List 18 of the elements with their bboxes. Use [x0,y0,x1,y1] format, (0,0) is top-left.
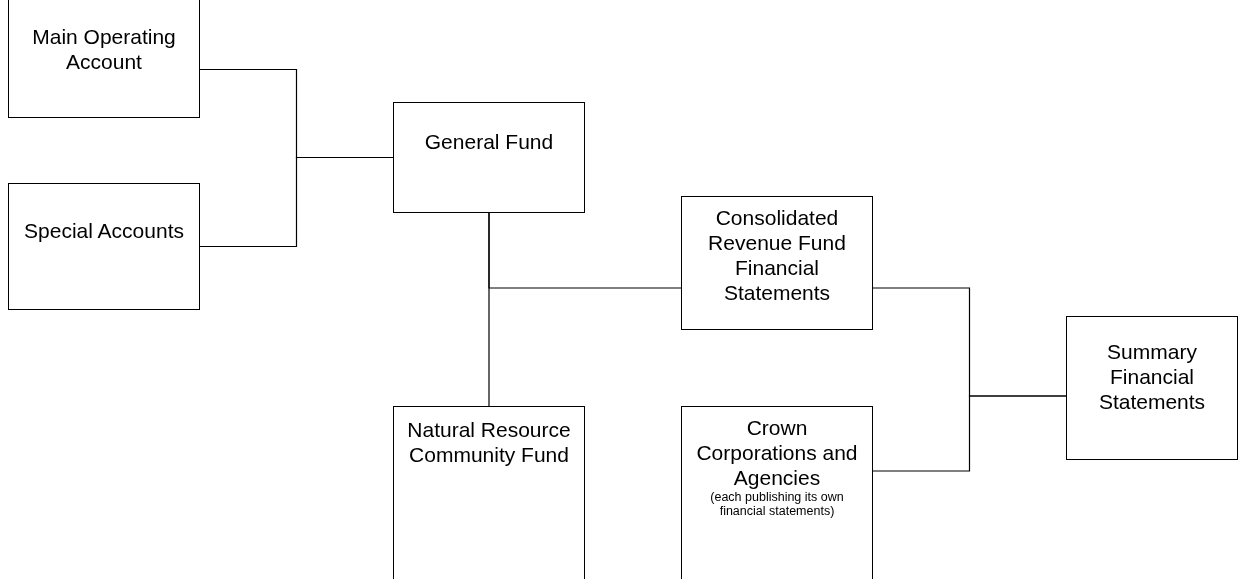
account-box [1066,316,1238,460]
account-box [8,183,200,310]
account-box [393,102,585,213]
box-title: Natural Resource Community Fund [406,417,572,467]
connector-line [872,395,1067,472]
account-box [681,406,873,579]
account-box [681,196,873,330]
box-note: (each publishing its own financial statements) [709,490,845,518]
box-title: Special Accounts [23,218,185,243]
connector-line [488,212,490,407]
account-box [8,0,200,118]
box-title: Main Operating Account [31,24,177,74]
connector-line [199,156,394,248]
box-title: Summary Financial Statements [1097,339,1207,414]
box-title: Consolidated Revenue Fund Financial Statements [707,205,847,305]
account-box [393,406,585,579]
box-title: Crown Corporations and Agencies [695,415,859,490]
box-title: General Fund [423,129,555,154]
